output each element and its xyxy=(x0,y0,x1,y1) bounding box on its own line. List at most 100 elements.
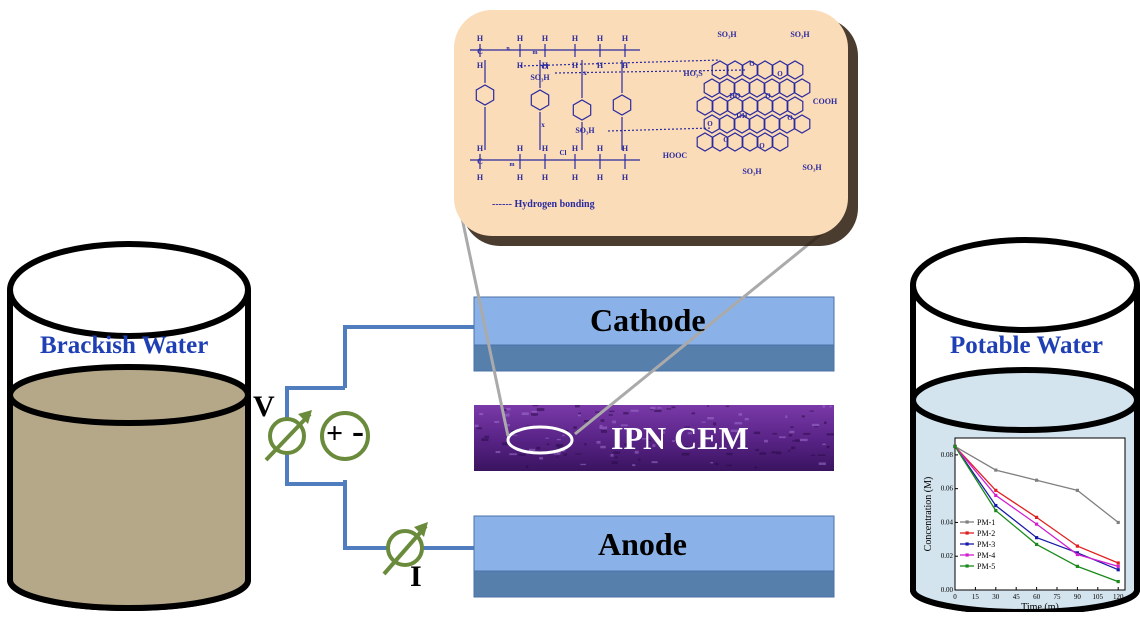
structure-label: H xyxy=(517,34,524,43)
membrane-speckle xyxy=(734,422,743,425)
membrane-speckle xyxy=(822,443,826,446)
membrane-speckle xyxy=(612,420,617,424)
data-point xyxy=(953,444,957,449)
legend-marker xyxy=(965,531,969,535)
membrane-speckle xyxy=(494,420,500,423)
data-point xyxy=(1116,568,1120,572)
membrane-speckle xyxy=(563,453,568,456)
data-point xyxy=(1035,536,1039,540)
membrane-speckle xyxy=(687,432,693,435)
structure-label: O xyxy=(777,70,783,78)
x-tick-label: 90 xyxy=(1074,593,1082,601)
structure-label: C xyxy=(477,47,483,56)
source-minus: - xyxy=(352,411,364,451)
structure-label: H xyxy=(517,173,524,182)
membrane-speckle xyxy=(790,426,794,428)
structure-label: Cl xyxy=(560,149,567,157)
structure-label: H xyxy=(622,34,629,43)
y-tick-label: 0.02 xyxy=(941,552,954,560)
structure-ring xyxy=(475,84,495,106)
membrane-speckle xyxy=(599,426,608,430)
membrane-speckle xyxy=(620,424,628,427)
structure-label: H xyxy=(597,61,604,70)
membrane-speckle xyxy=(630,409,639,412)
structure-label: H xyxy=(477,61,484,70)
structure-label: H xyxy=(572,144,579,153)
membrane-speckle xyxy=(810,454,816,456)
x-tick-label: 45 xyxy=(1013,593,1021,601)
membrane-speckle xyxy=(562,434,565,437)
membrane-speckle xyxy=(507,413,510,416)
legend-label: PM-1 xyxy=(977,518,995,527)
y-tick-label: 0.08 xyxy=(941,451,954,459)
cathode-label: Cathode xyxy=(590,302,706,338)
membrane-speckle xyxy=(651,461,658,464)
structure-label: SO₃H xyxy=(802,163,822,172)
membrane-speckle xyxy=(657,407,662,409)
structure-label: O xyxy=(749,60,755,68)
membrane-speckle xyxy=(505,413,510,417)
structure-ring xyxy=(786,96,804,116)
membrane-speckle xyxy=(829,405,832,408)
membrane-speckle xyxy=(726,452,733,456)
structure-label: O xyxy=(787,114,793,122)
legend-label: PM-3 xyxy=(977,540,995,549)
membrane-speckle xyxy=(556,438,561,441)
membrane-speckle xyxy=(531,410,538,413)
data-point xyxy=(1035,478,1039,482)
structure-label: H xyxy=(542,173,549,182)
x-tick-label: 120 xyxy=(1113,593,1124,601)
membrane-speckle xyxy=(682,445,688,448)
structure-label: H xyxy=(622,144,629,153)
membrane-speckle xyxy=(577,414,581,417)
structure-ring xyxy=(572,99,592,121)
membrane-speckle xyxy=(637,458,641,461)
membrane-speckle xyxy=(691,412,696,415)
structure-label: H xyxy=(622,173,629,182)
membrane-speckle xyxy=(738,413,743,416)
membrane-speckle xyxy=(824,421,827,424)
structure-label: HOOC xyxy=(663,151,688,160)
membrane-speckle xyxy=(725,405,730,408)
legend-label: PM-5 xyxy=(977,562,995,571)
left-water-surface xyxy=(7,364,251,426)
membrane-speckle xyxy=(575,453,582,455)
structure-ring xyxy=(530,89,550,111)
legend-text: Hydrogen bonding xyxy=(514,199,595,210)
membrane-speckle xyxy=(634,450,639,454)
membrane-speckle xyxy=(707,417,714,420)
membrane-speckle xyxy=(791,446,796,450)
structure-ring xyxy=(786,60,804,80)
structure-ring xyxy=(612,94,632,116)
structure-label: H xyxy=(542,34,549,43)
membrane-speckle xyxy=(809,410,814,412)
data-point xyxy=(1075,488,1079,492)
data-point xyxy=(1116,579,1120,584)
x-tick-label: 15 xyxy=(972,593,980,601)
anode-label: Anode xyxy=(598,526,687,562)
membrane-speckle xyxy=(794,439,800,442)
source-plus: + xyxy=(326,417,344,450)
data-point xyxy=(994,468,998,472)
membrane-speckle xyxy=(609,410,615,413)
membrane-speckle xyxy=(744,445,747,447)
membrane-speckle xyxy=(481,438,489,441)
structure-label: SO₃H xyxy=(717,30,737,39)
membrane-speckle xyxy=(600,445,606,449)
right-tank-rim xyxy=(910,237,1140,333)
structure-label: SO₃H xyxy=(742,167,762,176)
data-point xyxy=(1075,551,1079,555)
structure-label: Cl xyxy=(542,63,549,71)
membrane-speckle xyxy=(575,405,580,408)
structure-label: H xyxy=(572,34,579,43)
membrane-speckle xyxy=(744,417,749,421)
membrane-speckle xyxy=(614,447,621,450)
membrane-speckle xyxy=(826,433,834,436)
structure-label: H xyxy=(477,173,484,182)
membrane-speckle xyxy=(817,454,826,456)
membrane-speckle xyxy=(623,412,629,415)
data-point xyxy=(994,503,998,508)
membrane-speckle xyxy=(521,412,529,416)
structure-label: C xyxy=(477,157,483,166)
